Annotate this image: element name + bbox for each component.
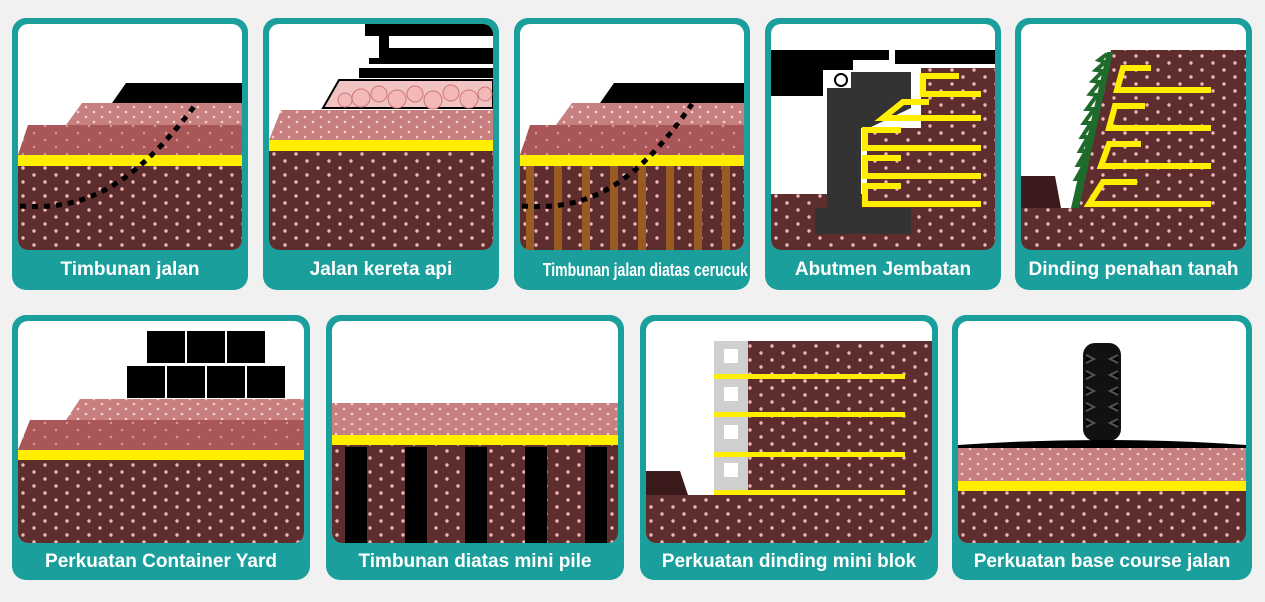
card-label: Dinding penahan tanah [1028,259,1239,280]
card-label: Timbunan diatas mini pile [358,551,592,572]
mini-block-wall-illustration [646,321,932,543]
card-abutmen-jembatan: Abutmen Jembatan [765,18,1001,290]
card-label: Timbunan jalan diatas cerucuk [542,260,748,280]
card-timbunan-cerucuk: Timbunan jalan diatas cerucuk [514,18,750,290]
card-dinding-penahan-tanah: Dinding penahan tanah [1015,18,1252,290]
retaining-wall-illustration [1021,24,1246,250]
base-course-illustration [958,321,1246,543]
card-jalan-kereta-api: Jalan kereta api [263,18,499,290]
card-label: Abutmen Jembatan [794,259,972,280]
card-timbunan-jalan: Timbunan jalan [12,18,248,290]
card-label: Perkuatan base course jalan [973,551,1231,572]
mini-pile-illustration [332,321,618,543]
card-label: Perkuatan dinding mini blok [661,551,917,572]
embankment-illustration [18,24,242,250]
card-base-course: Perkuatan base course jalan [952,315,1252,580]
card-label: Jalan kereta api [309,259,453,280]
railway-illustration [269,24,493,250]
card-label: Timbunan jalan [60,259,200,280]
card-label: Perkuatan Container Yard [45,551,277,572]
card-container-yard: Perkuatan Container Yard [12,315,310,580]
container-yard-illustration [18,321,304,543]
card-mini-blok: Perkuatan dinding mini blok [640,315,938,580]
card-mini-pile: Timbunan diatas mini pile [326,315,624,580]
embankment-on-piles-illustration [520,24,744,250]
bridge-abutment-illustration [771,24,995,250]
